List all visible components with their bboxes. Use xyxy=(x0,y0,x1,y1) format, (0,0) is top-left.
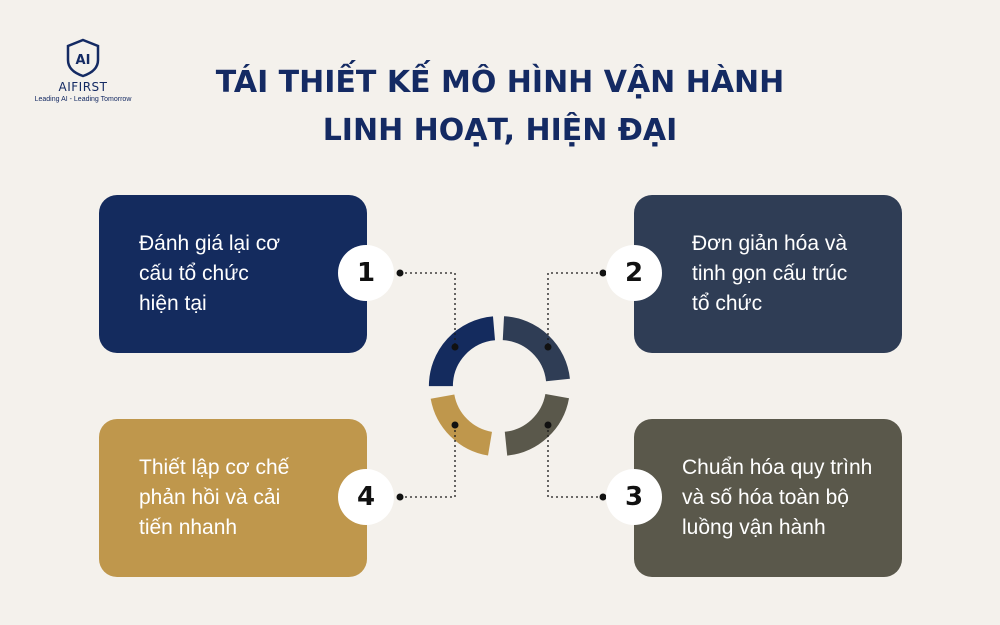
step-text-line: tinh gọn cấu trúc xyxy=(692,262,848,285)
step-card-3-text: Chuẩn hóa quy trình và số hóa toàn bộ lu… xyxy=(682,453,892,543)
connector-dot xyxy=(451,421,459,429)
step-card-1: Đánh giá lại cơ cấu tổ chức hiện tại xyxy=(99,195,367,353)
step-text-line: Thiết lập cơ chế xyxy=(139,456,290,479)
step-text-line: cấu tổ chức xyxy=(139,262,249,285)
connector-dot xyxy=(396,493,404,501)
connector-1 xyxy=(400,272,456,347)
step-card-4-text: Thiết lập cơ chế phản hồi và cải tiến nh… xyxy=(139,453,329,543)
step-card-2: Đơn giản hóa và tinh gọn cấu trúc tổ chứ… xyxy=(634,195,902,353)
ring-segment-1 xyxy=(428,316,496,387)
step-card-2-text: Đơn giản hóa và tinh gọn cấu trúc tổ chứ… xyxy=(692,229,882,319)
connector-dot xyxy=(544,343,552,351)
connector-dot xyxy=(599,269,607,277)
step-text-line: và số hóa toàn bộ xyxy=(682,486,849,509)
step-text-line: Đơn giản hóa và xyxy=(692,232,848,255)
step-number-2: 2 xyxy=(606,245,662,301)
step-card-1-text: Đánh giá lại cơ cấu tổ chức hiện tại xyxy=(139,229,329,319)
step-text-line: luồng vận hành xyxy=(682,516,826,539)
step-text-line: Đánh giá lại cơ xyxy=(139,232,281,255)
step-text-line: hiện tại xyxy=(139,292,207,315)
connector-dot xyxy=(599,493,607,501)
ring-segment-3 xyxy=(504,393,570,456)
logo-name: AIFIRST xyxy=(58,80,108,94)
step-text-line: tiến nhanh xyxy=(139,516,238,539)
connector-2 xyxy=(547,272,603,347)
ring-segment-2 xyxy=(502,316,570,382)
step-text-line: phản hồi và cải xyxy=(139,486,281,509)
step-number-4: 4 xyxy=(338,469,394,525)
logo-tagline: Leading AI - Leading Tomorrow xyxy=(34,96,132,103)
connector-dot xyxy=(396,269,404,277)
step-text-line: tổ chức xyxy=(692,292,763,315)
step-card-3: Chuẩn hóa quy trình và số hóa toàn bộ lu… xyxy=(634,419,902,577)
shield-icon: AI xyxy=(66,38,100,78)
ring-segment-4 xyxy=(430,393,493,456)
step-text-line: Chuẩn hóa quy trình xyxy=(682,456,873,479)
logo: AI AIFIRST Leading AI - Leading Tomorrow xyxy=(28,38,138,103)
step-number-1: 1 xyxy=(338,245,394,301)
connector-4 xyxy=(400,425,456,498)
title-line-1: TÁI THIẾT KẾ MÔ HÌNH VẬN HÀNH xyxy=(215,65,785,100)
title-line-2: LINH HOẠT, HIỆN ĐẠI xyxy=(322,113,678,148)
step-number-3: 3 xyxy=(606,469,662,525)
connector-dot xyxy=(451,343,459,351)
connector-dot xyxy=(544,421,552,429)
connector-3 xyxy=(547,425,603,498)
step-card-4: Thiết lập cơ chế phản hồi và cải tiến nh… xyxy=(99,419,367,577)
logo-mark: AI xyxy=(76,53,91,68)
